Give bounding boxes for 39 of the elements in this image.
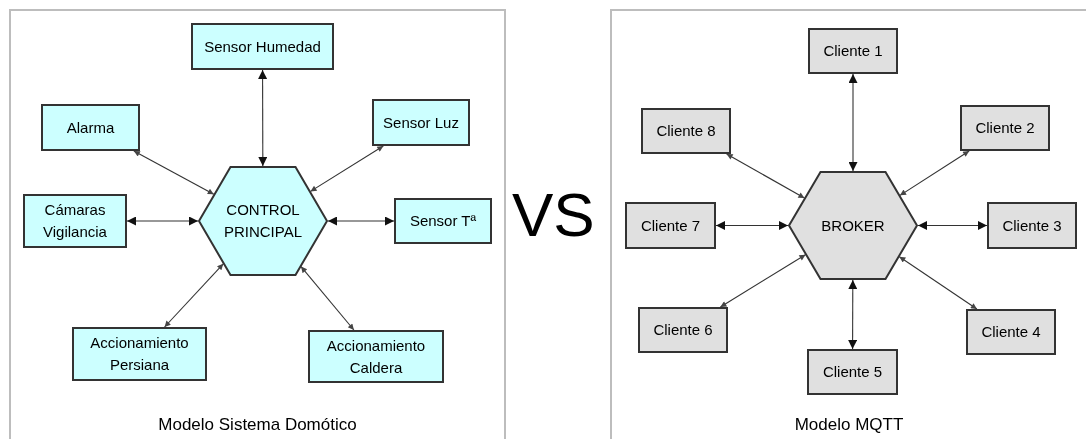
panel-caption: Modelo MQTT [794, 414, 904, 436]
double-arrow [898, 256, 978, 310]
process-box: Cliente 5 [807, 349, 898, 395]
process-box: Cliente 7 [625, 202, 716, 249]
double-arrow [848, 279, 858, 350]
process-box: Cliente 6 [638, 307, 728, 353]
double-arrow [126, 216, 199, 226]
node-label: BROKER [821, 215, 885, 236]
panel-caption: Modelo Sistema Domótico [158, 414, 357, 436]
process-box: Sensor Luz [372, 99, 470, 146]
process-box: Sensor Tª [394, 198, 492, 244]
double-arrow [309, 145, 384, 192]
versus-label: VS [512, 184, 595, 246]
process-box: Cliente 3 [987, 202, 1077, 249]
node-label: CONTROL PRINCIPAL [222, 200, 304, 242]
double-arrow [899, 150, 970, 196]
double-arrow [715, 221, 789, 230]
process-box: Sensor Humedad [191, 23, 334, 70]
process-box: Cliente 1 [808, 28, 898, 74]
double-arrow [258, 69, 268, 167]
panel-frame [610, 9, 1086, 439]
double-arrow [164, 263, 224, 328]
hexagon-node [198, 166, 328, 276]
process-box: Alarma [41, 104, 140, 151]
process-box: Cliente 8 [641, 108, 731, 154]
hexagon-node [788, 171, 918, 280]
process-box: Cliente 4 [966, 309, 1056, 355]
double-arrow [917, 221, 988, 230]
panel-frame [9, 9, 506, 439]
double-arrow [848, 73, 858, 172]
double-arrow [719, 254, 806, 308]
double-arrow [300, 266, 355, 331]
process-box: Cliente 2 [960, 105, 1050, 151]
double-arrow [726, 153, 805, 199]
process-box: Cámaras Vigilancia [23, 194, 127, 248]
process-box: Accionamiento Persiana [72, 327, 207, 381]
double-arrow [133, 150, 215, 195]
double-arrow [327, 216, 395, 226]
process-box: Accionamiento Caldera [308, 330, 444, 383]
